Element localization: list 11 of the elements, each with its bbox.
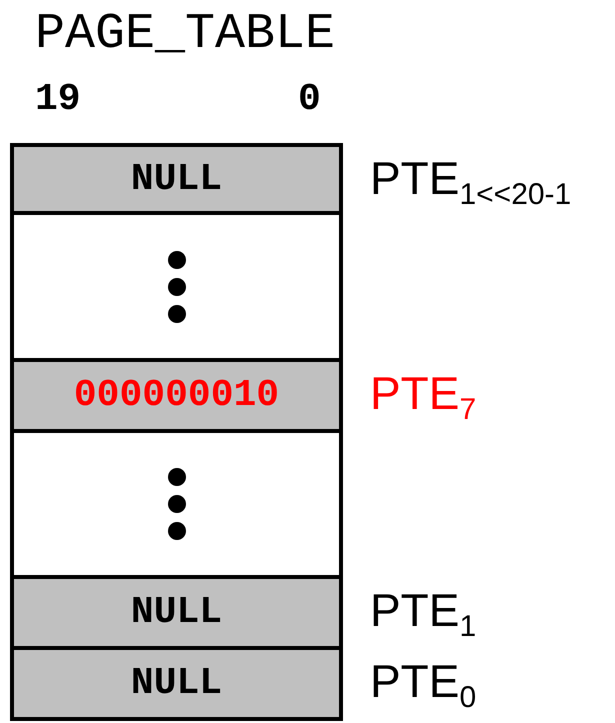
entry-label: PTE$_{1}$ xyxy=(370,583,476,644)
entry-label: PTE$_{1<<20-1}$ xyxy=(370,151,572,212)
entry-value: 000000010 xyxy=(74,374,280,417)
bit-index: 0 xyxy=(298,78,321,121)
bit-index: 19 xyxy=(35,78,81,121)
entry-value: NULL xyxy=(130,591,222,634)
title: PAGE_TABLE xyxy=(35,6,336,63)
entry-label: PTE$_{0}$ xyxy=(370,654,476,716)
entry-value: NULL xyxy=(130,662,222,705)
entry-label: PTE$_{7}$ xyxy=(370,366,476,428)
entry-value: NULL xyxy=(130,158,222,200)
